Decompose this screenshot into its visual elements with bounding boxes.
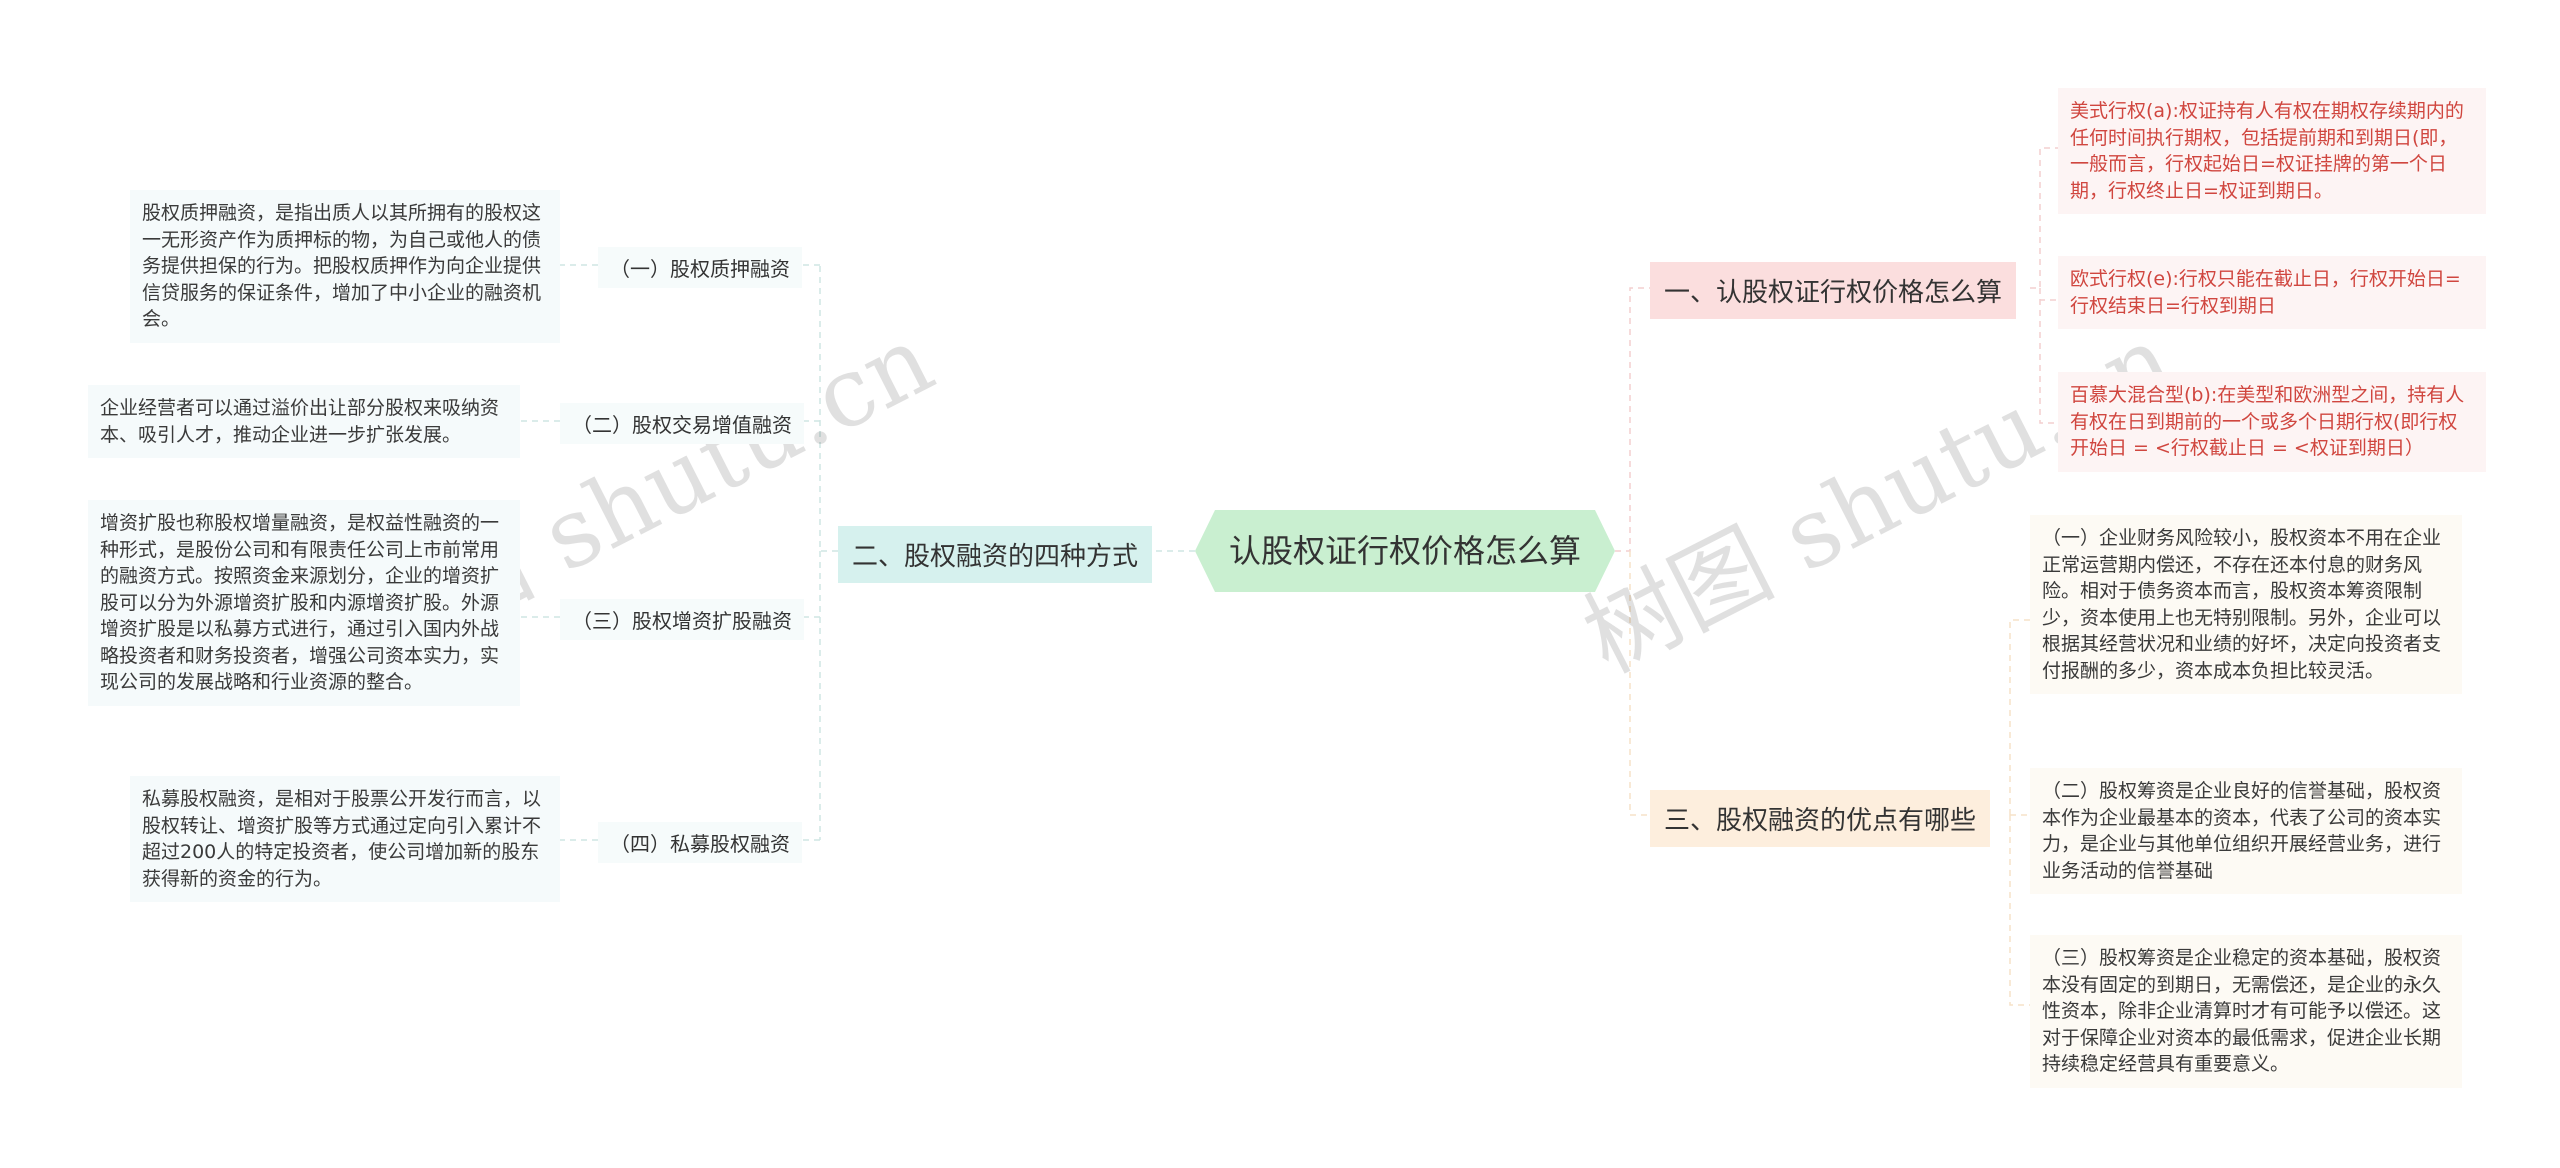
leaf-advantage-1: （一）企业财务风险较小，股权资本不用在企业正常运营期内偿还，不存在还本付息的财务… — [2030, 515, 2462, 694]
sub-private-equity[interactable]: （四）私募股权融资 — [598, 822, 802, 863]
leaf-equity-trade: 企业经营者可以通过溢价出让部分股权来吸纳资本、吸引人才，推动企业进一步扩张发展。 — [88, 385, 520, 458]
branch-four-financing-methods[interactable]: 二、股权融资的四种方式 — [838, 526, 1153, 583]
leaf-bermuda-exercise: 百慕大混合型(b):在美型和欧洲型之间，持有人有权在日到期前的一个或多个日期行权… — [2058, 372, 2486, 472]
central-topic-shape — [1195, 510, 1615, 592]
sub-capital-increase[interactable]: （三）股权增资扩股融资 — [560, 599, 804, 640]
branch-equity-advantages[interactable]: 三、股权融资的优点有哪些 — [1650, 790, 1991, 847]
leaf-european-exercise: 欧式行权(e):行权只能在截止日，行权开始日=行权结束日=行权到期日 — [2058, 256, 2486, 329]
leaf-equity-pledge: 股权质押融资，是指出质人以其所拥有的股权这一无形资产作为质押标的物，为自己或他人… — [130, 190, 560, 343]
branch-warrant-price[interactable]: 一、认股权证行权价格怎么算 — [1650, 262, 2017, 319]
sub-equity-pledge[interactable]: （一）股权质押融资 — [598, 247, 802, 288]
leaf-american-exercise: 美式行权(a):权证持有人有权在期权存续期内的任何时间执行期权，包括提前期和到期… — [2058, 88, 2486, 214]
central-topic[interactable]: 认股权证行权价格怎么算 — [1195, 510, 1615, 592]
leaf-capital-increase: 增资扩股也称股权增量融资，是权益性融资的一种形式，是股份公司和有限责任公司上市前… — [88, 500, 520, 706]
leaf-advantage-3: （三）股权筹资是企业稳定的资本基础，股权资本没有固定的到期日，无需偿还，是企业的… — [2030, 935, 2462, 1088]
leaf-private-equity: 私募股权融资，是相对于股票公开发行而言，以股权转让、增资扩股等方式通过定向引入累… — [130, 776, 560, 902]
leaf-advantage-2: （二）股权筹资是企业良好的信誉基础，股权资本作为企业最基本的资本，代表了公司的资… — [2030, 768, 2462, 894]
sub-equity-trade[interactable]: （二）股权交易增值融资 — [560, 403, 804, 444]
central-topic-label: 认股权证行权价格怎么算 — [1228, 532, 1581, 570]
